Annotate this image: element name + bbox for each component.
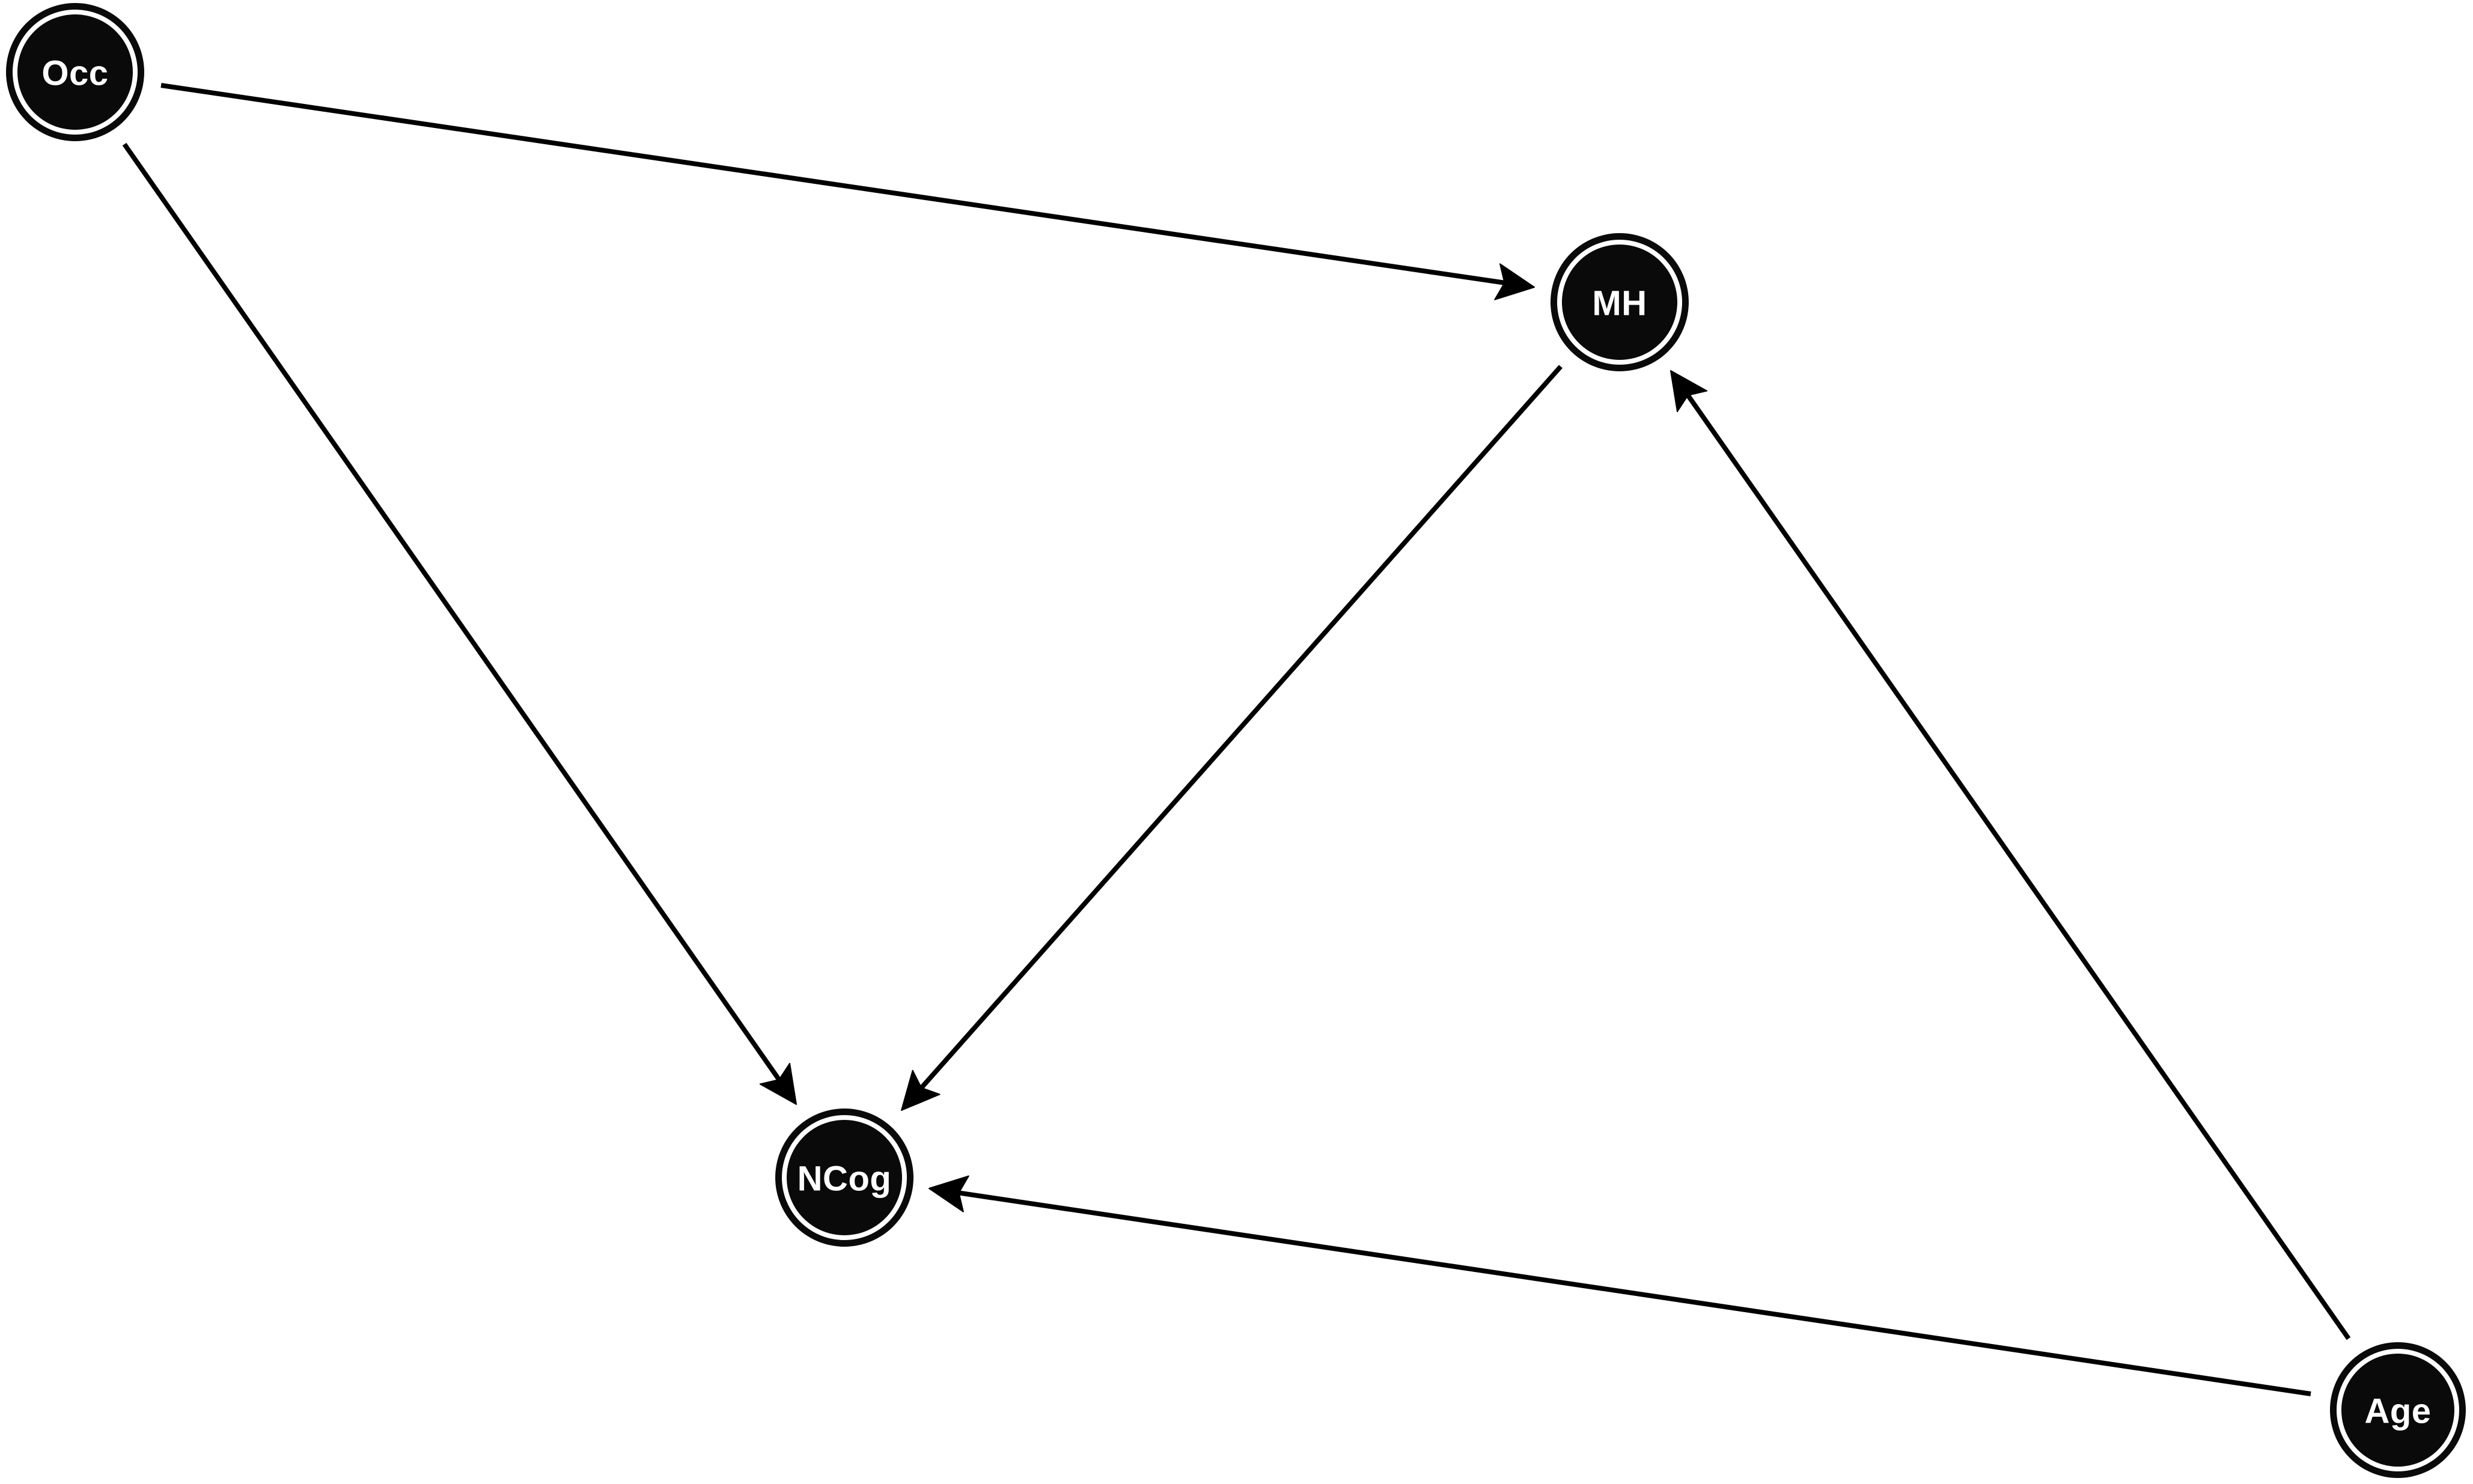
edge-line	[957, 1190, 2311, 1396]
node-label: MH	[1592, 284, 1647, 323]
arrow-head-icon	[901, 1069, 941, 1111]
arrow-head-icon	[929, 1175, 969, 1212]
edge-age-to-ncog	[929, 1175, 2311, 1396]
node-core	[1562, 245, 1677, 360]
edges-layer	[122, 83, 2351, 1396]
node-occ[interactable]: Occ	[6, 3, 144, 141]
node-ncog[interactable]: NCog	[775, 1108, 913, 1247]
edge-occ-to-mh	[160, 83, 1535, 300]
node-mh[interactable]: MH	[1551, 233, 1689, 371]
node-core	[17, 14, 133, 130]
node-label: NCog	[797, 1160, 892, 1199]
node-core	[787, 1120, 902, 1235]
arrow-head-icon	[1494, 263, 1535, 300]
edge-line	[122, 142, 782, 1082]
edge-mh-to-ncog	[901, 365, 1563, 1111]
node-age[interactable]: Age	[2330, 1342, 2466, 1478]
edge-line	[918, 365, 1563, 1090]
node-label: Age	[2364, 1392, 2431, 1431]
edge-age-to-mh	[1670, 370, 2351, 1340]
arrow-head-icon	[1670, 370, 1708, 412]
node-core	[2341, 1354, 2454, 1467]
edge-occ-to-ncog	[122, 142, 797, 1105]
arrow-head-icon	[759, 1063, 797, 1105]
edge-line	[1685, 393, 2351, 1340]
node-label: Occ	[41, 54, 108, 93]
edge-line	[160, 83, 1507, 285]
